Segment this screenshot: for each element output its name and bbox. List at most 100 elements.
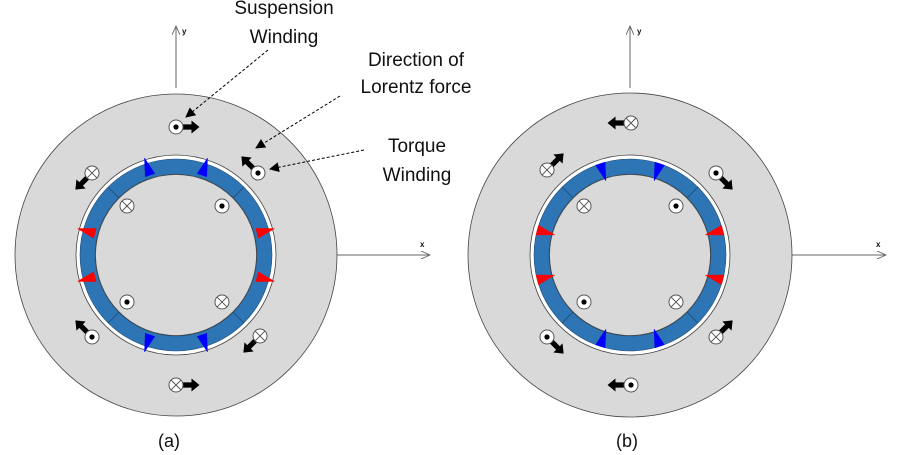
dot-icon [89, 334, 95, 340]
conductor [214, 294, 230, 310]
magnet-boundaries-a [107, 186, 245, 324]
force-arrow-icon [182, 120, 200, 134]
conductor [623, 377, 639, 393]
force-arrow-icon [549, 153, 564, 168]
cross-icon [710, 331, 722, 343]
conductor [708, 329, 724, 345]
cross-icon [216, 296, 228, 308]
conductor [708, 165, 724, 181]
radial-arrow [653, 161, 665, 182]
conductor [214, 198, 230, 214]
force-arrow-icon [607, 116, 625, 130]
annotation-torque-line1: Torque [388, 136, 446, 157]
magnet-boundaries-b [561, 186, 699, 324]
caption-b: (b) [616, 431, 638, 451]
radial-arrow [255, 271, 276, 282]
cross-icon [625, 117, 637, 129]
force-arrow-icon [718, 175, 733, 190]
rotor-core-b [549, 174, 711, 336]
force-arrow-icon [243, 338, 258, 353]
conductor [623, 115, 639, 131]
radial-arrow [704, 274, 725, 286]
annotation-suspension-line1: Suspension [234, 0, 333, 19]
dot-icon [255, 170, 261, 176]
cross-icon [578, 200, 590, 212]
annotation-lorentz-force: Direction of Lorentz force [255, 50, 472, 149]
magnet-boundary [107, 311, 120, 324]
conductor [119, 198, 135, 214]
cross-icon [170, 379, 182, 391]
annotation-suspension-winding: Suspension Winding [185, 0, 334, 118]
conductor [84, 165, 100, 181]
radial-arrows-a [76, 157, 276, 353]
conductor [539, 329, 555, 345]
suspension-pointer [185, 49, 269, 118]
conductor [119, 294, 135, 310]
conductor [668, 294, 684, 310]
radial-arrow [196, 157, 208, 177]
torque-pointer [269, 149, 365, 173]
magnet-boundary [561, 186, 574, 199]
caption-a: (a) [158, 431, 180, 451]
radial-arrow [255, 228, 276, 239]
x-axis-label-a: x [420, 240, 425, 249]
annotation-torque-line2: Winding [383, 165, 452, 186]
dot-icon [173, 124, 179, 130]
lorentz-pointer [255, 95, 341, 149]
dot-icon [673, 203, 679, 209]
panel-b: y x [467, 26, 886, 418]
cross-icon [670, 296, 682, 308]
radial-arrow [535, 274, 556, 286]
rotor-ring-a [80, 159, 272, 351]
x-axis-label-b: x [876, 240, 881, 249]
radial-arrow [196, 333, 208, 353]
dot-icon [628, 382, 634, 388]
conductor [252, 328, 268, 344]
cross-icon [541, 164, 553, 176]
force-arrow-icon [241, 156, 256, 171]
radial-arrows-b [535, 161, 725, 349]
conductor [668, 198, 684, 214]
conductors-b [539, 115, 733, 393]
force-arrow-icon [549, 339, 564, 354]
radial-arrow [76, 271, 97, 282]
annotation-suspension-line2: Winding [250, 27, 319, 48]
dot-icon [219, 203, 225, 209]
cross-icon [254, 330, 266, 342]
conductor [84, 329, 100, 345]
radial-arrow [144, 157, 156, 177]
dot-icon [124, 299, 130, 305]
radial-arrow [535, 224, 556, 236]
magnet-boundary [232, 311, 245, 324]
force-arrow-icon [607, 378, 625, 392]
conductors-a [75, 119, 268, 393]
radial-arrow [653, 328, 665, 349]
magnet-boundary [686, 311, 699, 324]
force-arrow-icon [75, 175, 90, 190]
panel-a: y x [14, 26, 430, 417]
radial-arrow [144, 333, 156, 353]
annotation-lorentz-line1: Direction of [368, 50, 465, 71]
conductor [539, 162, 555, 178]
radial-arrow [595, 161, 607, 182]
annotation-torque-winding: Torque Winding [269, 136, 452, 186]
conductor [250, 165, 266, 181]
radial-arrow [704, 224, 725, 236]
radial-arrow [595, 328, 607, 349]
cross-icon [121, 200, 133, 212]
force-arrow-icon [718, 320, 733, 335]
force-arrow-icon [75, 320, 90, 335]
annotation-lorentz-line2: Lorentz force [361, 77, 472, 98]
y-axis-label-a: y [182, 27, 187, 36]
cross-icon [86, 167, 98, 179]
magnet-boundary [561, 311, 574, 324]
magnet-boundary [686, 186, 699, 199]
magnet-boundary [107, 186, 120, 199]
radial-arrow [76, 228, 97, 239]
rotor-core-a [95, 174, 257, 336]
conductor [168, 119, 184, 135]
conductor [168, 377, 184, 393]
force-arrow-icon [182, 378, 200, 392]
conductor [576, 294, 592, 310]
